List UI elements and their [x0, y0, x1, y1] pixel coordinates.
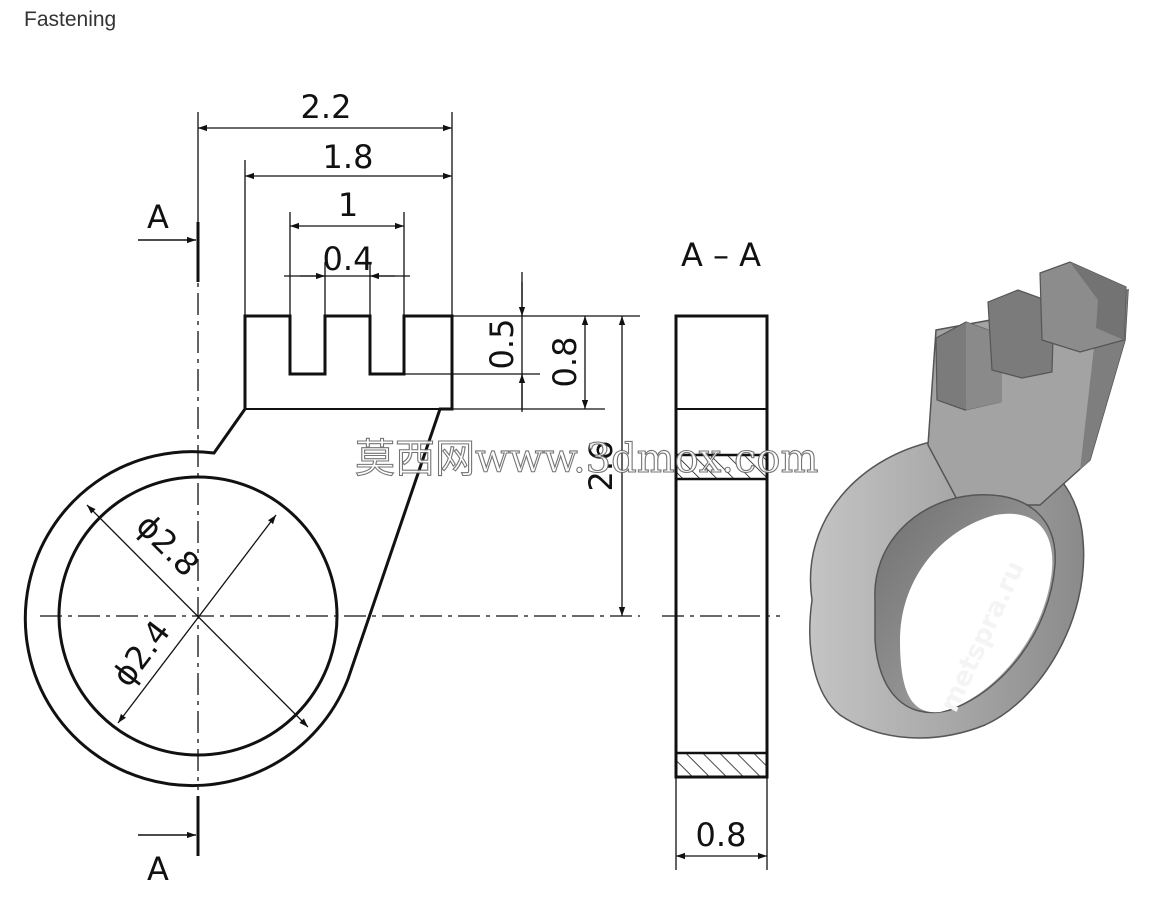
dim-center-height: 2.6: [582, 441, 620, 492]
front-view: [23, 112, 640, 856]
render-teeth: [935, 261, 1127, 411]
body-outline: [23, 314, 454, 788]
part-render: metspra.ru: [809, 261, 1129, 739]
dim-slot-depth: 0.5: [483, 319, 521, 370]
section-title: A – A: [681, 236, 761, 274]
section-label-top: A: [147, 198, 169, 236]
dim-overall-width: 2.2: [301, 88, 352, 126]
dim-inner-diameter: ϕ2.4: [104, 613, 178, 693]
dim-outer-diameter: ϕ2.8: [129, 506, 207, 584]
section-label-bottom: A: [147, 850, 169, 888]
dim-slot-span: 1.8: [323, 138, 374, 176]
dim-thickness: 0.8: [696, 816, 747, 854]
inner-bore: [57, 475, 339, 757]
dim-head-height: 0.8: [546, 337, 584, 388]
dim-slot-width: 0.4: [323, 240, 374, 278]
diameter-line-inner: [117, 514, 277, 724]
page-title: Fastening: [24, 8, 117, 31]
dim-inner-span: 1: [338, 186, 358, 224]
centerlines: [40, 255, 640, 790]
section-outline: [674, 314, 769, 779]
hatch-lower: [674, 751, 769, 779]
site-watermark: 莫西网www.3dmox.com: [355, 436, 818, 482]
section-view: [662, 314, 780, 870]
hatch-upper: [674, 453, 769, 481]
extension-lines: [197, 112, 640, 410]
